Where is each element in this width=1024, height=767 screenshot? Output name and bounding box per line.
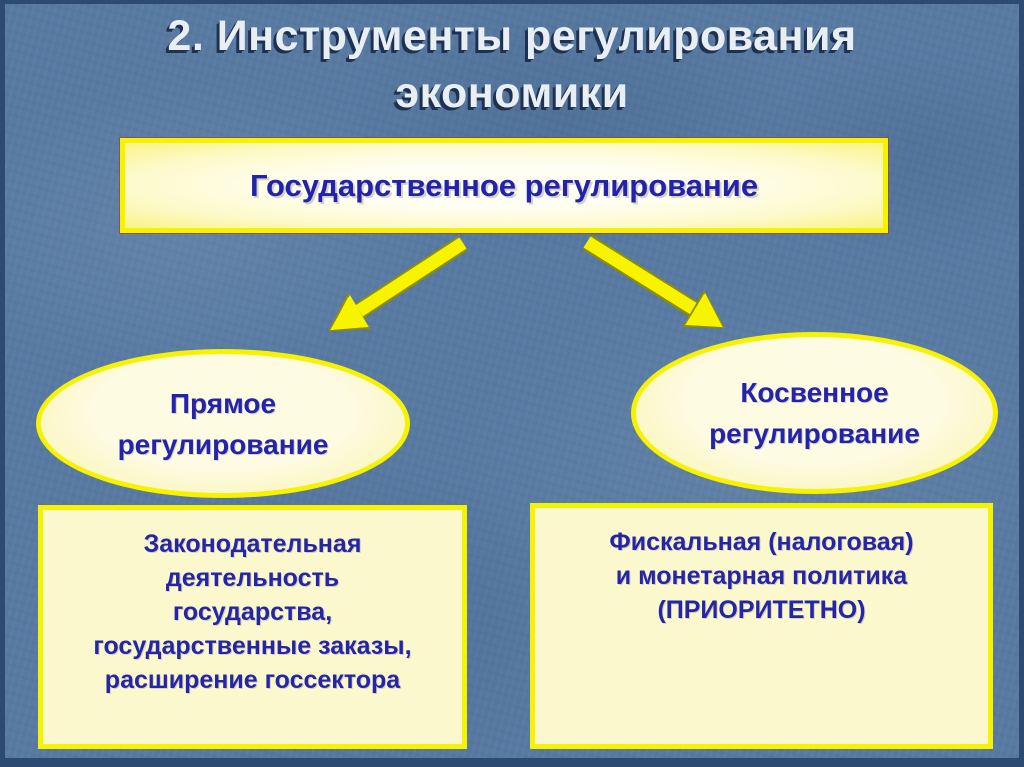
slide-title: 2. Инструменты регулирования экономики: [0, 8, 1024, 122]
direct-regulation-detail-box: Законодательная деятельность государства…: [38, 505, 467, 749]
indirect-regulation-ellipse: Косвенное регулирование: [631, 332, 998, 494]
indirect-regulation-line2: регулирование: [709, 418, 920, 449]
detail-line: расширение госсектора: [104, 666, 401, 694]
direct-regulation-line2: регулирование: [117, 428, 329, 460]
arrow-down-right-icon: [582, 234, 725, 329]
detail-line: государственные заказы,: [93, 632, 412, 660]
detail-line: деятельность: [165, 564, 340, 592]
detail-line: государства,: [172, 598, 333, 626]
direct-regulation-ellipse: Прямое регулирование: [36, 349, 410, 498]
state-regulation-label: Государственное регулирование: [249, 167, 759, 203]
detail-line: (ПРИОРИТЕТНО): [657, 596, 866, 624]
indirect-regulation-detail-box: Фискальная (налоговая) и монетарная поли…: [530, 503, 993, 749]
detail-line: Законодательная: [143, 530, 362, 558]
detail-line: Фискальная (налоговая): [609, 528, 914, 556]
indirect-regulation-line1: Косвенное: [740, 377, 889, 408]
direct-regulation-line1: Прямое: [169, 387, 277, 419]
slide-title-line2: экономики: [395, 69, 629, 117]
arrow-down-left-icon: [328, 235, 468, 332]
detail-line: и монетарная политика: [615, 562, 908, 590]
state-regulation-box: Государственное регулирование: [119, 137, 889, 234]
slide-title-line1: 2. Инструменты регулирования: [167, 12, 857, 60]
